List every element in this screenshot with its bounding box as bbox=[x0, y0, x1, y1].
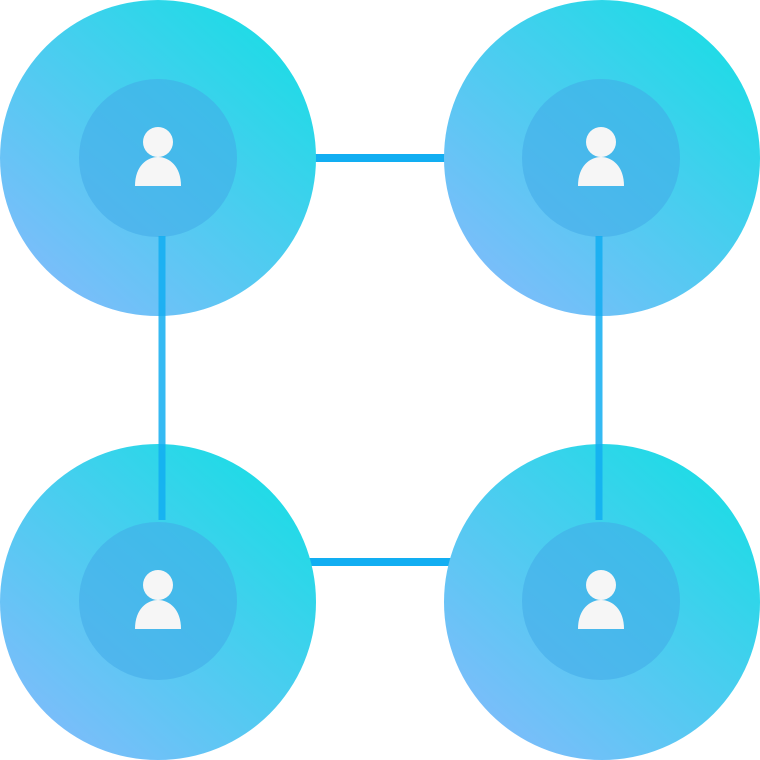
user-icon bbox=[578, 127, 624, 186]
connector-group-vertical bbox=[158, 236, 603, 520]
icon-group bbox=[135, 127, 624, 629]
user-icon bbox=[135, 127, 181, 186]
user-icon bbox=[135, 570, 181, 629]
user-icon bbox=[578, 570, 624, 629]
